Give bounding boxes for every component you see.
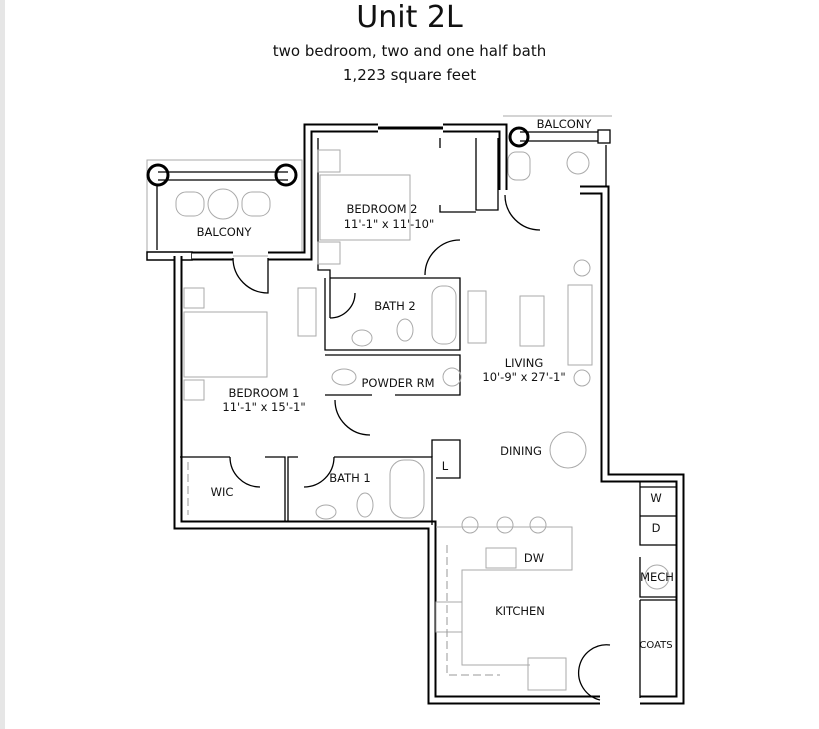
label-balcony-left: BALCONY [197, 225, 253, 239]
balcony-left [146, 159, 303, 261]
label-bedroom2: BEDROOM 2 [347, 202, 418, 216]
label-powder-room: POWDER RM [361, 376, 434, 390]
label-bath2: BATH 2 [374, 299, 416, 313]
furniture [183, 149, 670, 691]
label-bedroom1: BEDROOM 1 [229, 386, 300, 400]
label-linen: L [442, 459, 449, 473]
balcony-right [503, 115, 612, 186]
unit-title: Unit 2L [356, 0, 463, 35]
label-living-size: 10'-9" x 27'-1" [482, 370, 565, 384]
label-wic: WIC [211, 485, 234, 499]
label-bath1: BATH 1 [329, 471, 371, 485]
label-mech: MECH [640, 570, 674, 584]
label-bedroom1-size: 11'-1" x 15'-1" [222, 400, 305, 414]
exterior-walls [173, 123, 685, 705]
interior-walls [180, 138, 677, 698]
page-edge [0, 0, 5, 729]
unit-area: 1,223 square feet [342, 66, 477, 84]
label-dryer: D [652, 521, 661, 535]
label-dishwasher: DW [524, 551, 544, 565]
label-living: LIVING [505, 356, 544, 370]
label-coats: COATS [639, 640, 672, 651]
label-kitchen: KITCHEN [495, 604, 545, 618]
label-balcony-right: BALCONY [537, 117, 593, 131]
unit-subtitle: two bedroom, two and one half bath [272, 42, 547, 60]
label-dining: DINING [500, 444, 542, 458]
label-washer: W [650, 491, 661, 505]
label-bedroom2-size: 11'-1" x 11'-10" [344, 217, 435, 231]
doors [229, 194, 611, 701]
